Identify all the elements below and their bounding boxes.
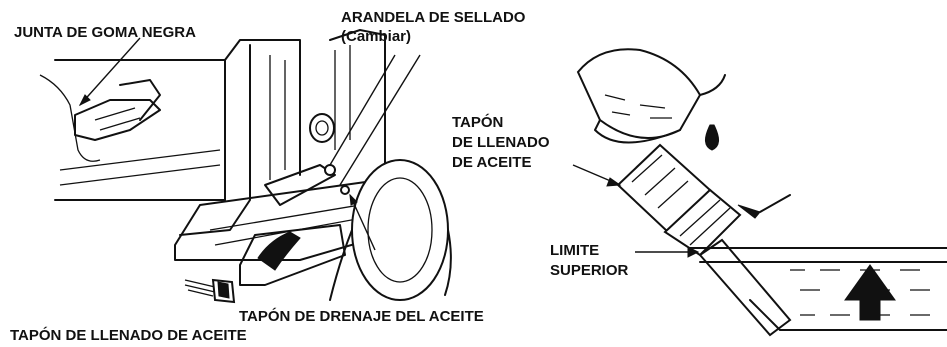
label-oil-filler-cap-line3: DE ACEITE bbox=[452, 154, 531, 171]
engine-illustration bbox=[40, 30, 451, 302]
label-upper-limit-line2: SUPERIOR bbox=[550, 262, 628, 279]
label-sealing-washer: ARANDELA DE SELLADO bbox=[341, 9, 525, 26]
label-oil-filler-cap-line2: DE LLENADO bbox=[452, 134, 550, 151]
label-oil-drain-plug: TAPÓN DE DRENAJE DEL ACEITE bbox=[239, 308, 484, 325]
label-oil-filler-cap-line1: TAPÓN bbox=[452, 114, 503, 131]
label-black-rubber-gasket: JUNTA DE GOMA NEGRA bbox=[14, 24, 196, 41]
oil-filling-illustration bbox=[578, 49, 947, 335]
label-sealing-washer-note: (Cambiar) bbox=[341, 28, 411, 45]
label-oil-filler-cap-bottom: TAPÓN DE LLENADO DE ACEITE bbox=[10, 327, 247, 344]
label-upper-limit-line1: LIMITE bbox=[550, 242, 599, 259]
